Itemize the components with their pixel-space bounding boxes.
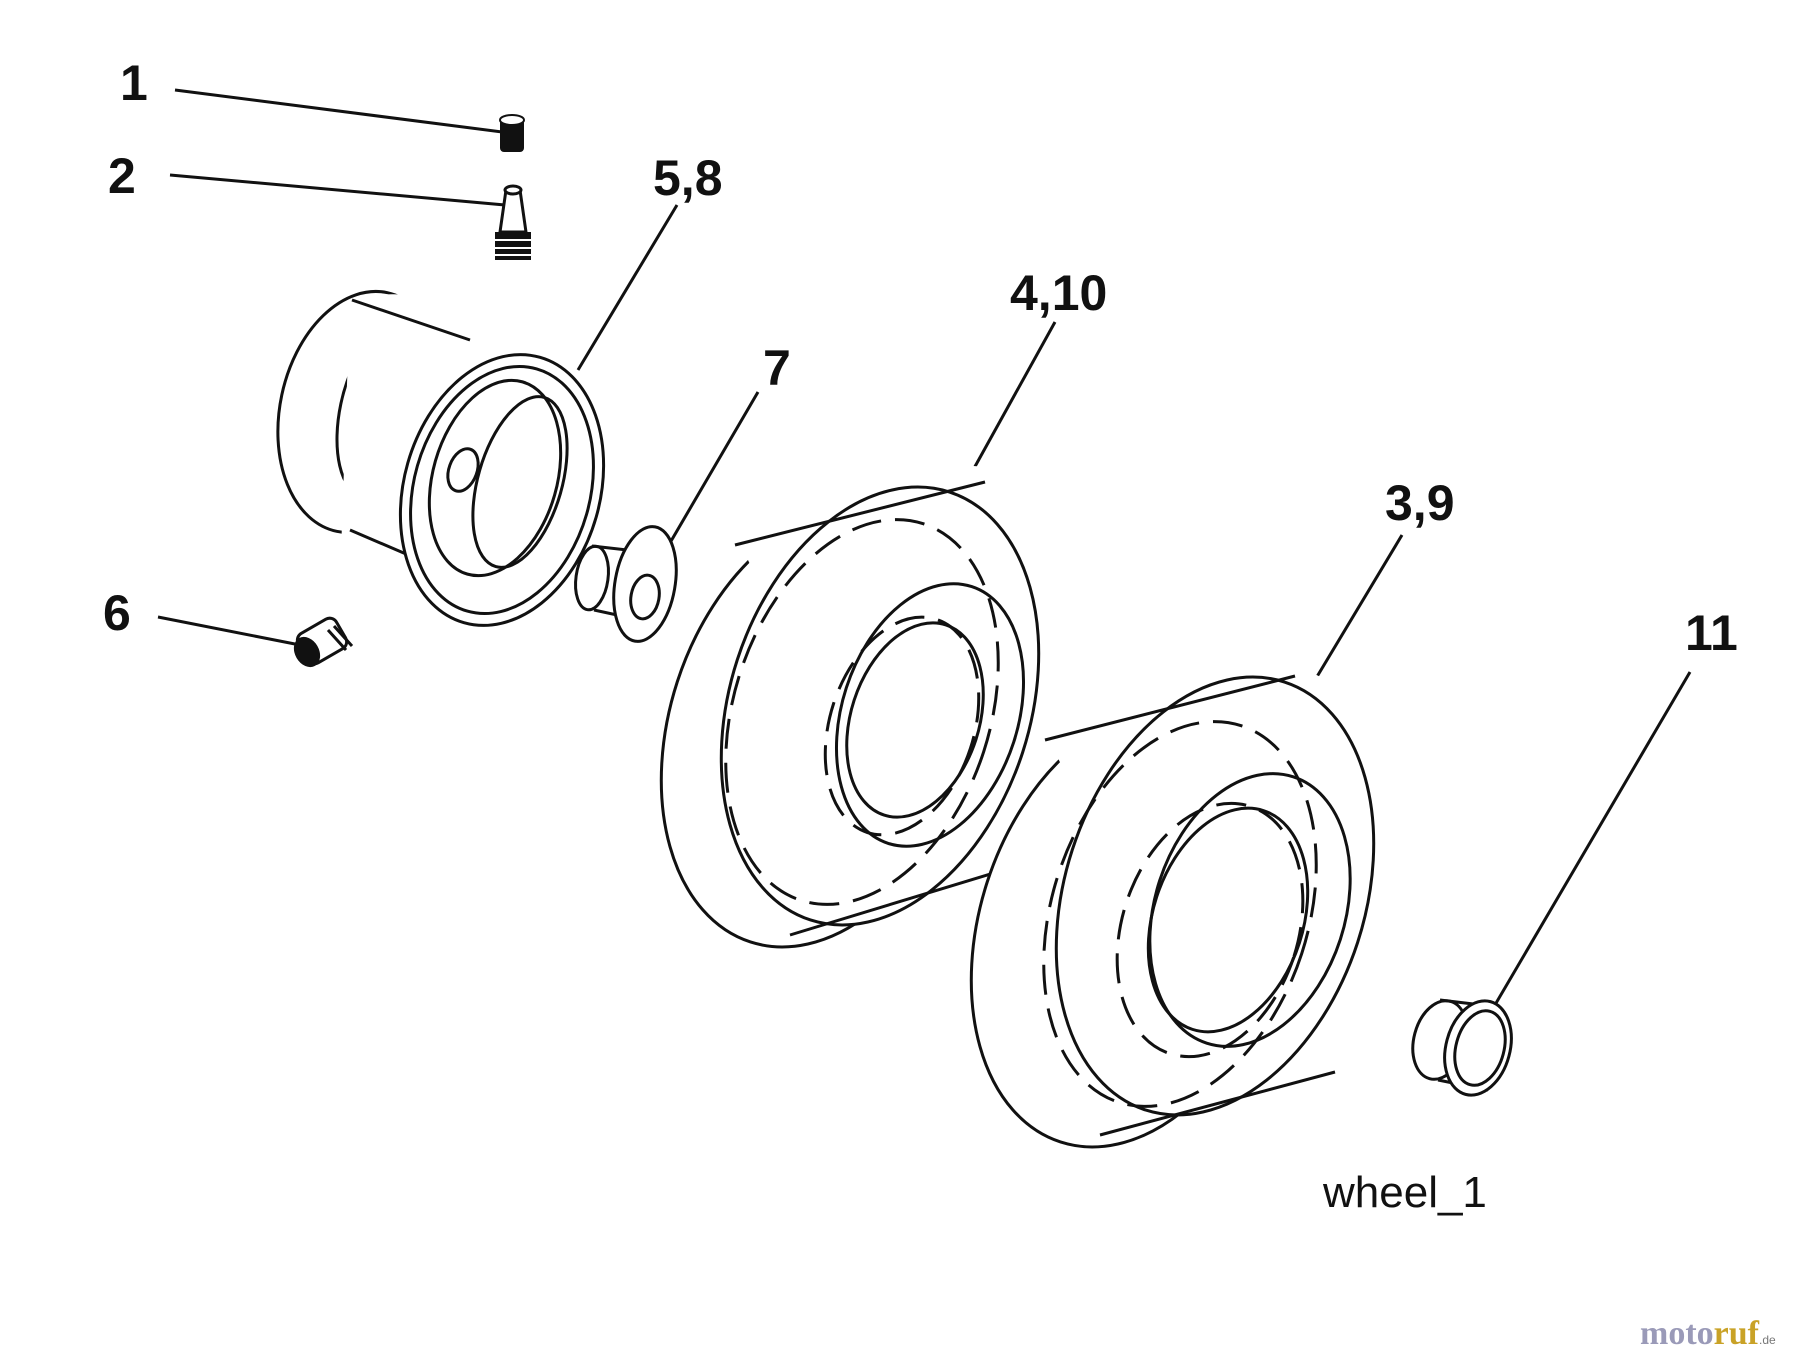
callout-2: 2 — [108, 148, 136, 204]
valve-stem-part — [495, 184, 531, 260]
watermark-part-2: ruf — [1714, 1315, 1760, 1352]
diagram-caption: wheel_1 — [1322, 1168, 1487, 1217]
bushing-part — [574, 525, 678, 643]
leader-line-1 — [174, 88, 511, 135]
wheel-rim-part — [276, 289, 606, 627]
hub-cap-part — [1411, 998, 1513, 1097]
watermark-logo: motoruf.de — [1640, 1315, 1776, 1352]
valve-cap-part — [499, 114, 525, 152]
callout-4-10: 4,10 — [1010, 265, 1107, 321]
leader-line-5-8 — [576, 204, 679, 371]
callout-1: 1 — [120, 55, 148, 111]
leader-line-3-9 — [1310, 534, 1404, 686]
callout-5-8: 5,8 — [653, 150, 723, 206]
screw-part — [293, 616, 354, 668]
callout-11: 11 — [1685, 605, 1738, 661]
leader-line-4-10 — [960, 321, 1057, 491]
leader-line-6 — [157, 615, 301, 647]
leader-lines — [157, 88, 1692, 1011]
watermark-part-1: moto — [1640, 1315, 1714, 1352]
leader-line-7 — [658, 391, 760, 561]
leader-line-2 — [169, 173, 506, 207]
callout-labels: 1 2 5,8 4,10 7 3,9 6 11 wheel_1 — [103, 55, 1738, 1217]
watermark-suffix: .de — [1759, 1333, 1776, 1347]
callout-3-9: 3,9 — [1385, 475, 1455, 531]
callout-6: 6 — [103, 585, 131, 641]
watermark-text: motoruf.de — [1640, 1315, 1776, 1352]
front-tire-part — [659, 464, 1062, 949]
leader-line-11 — [1490, 671, 1692, 1011]
rear-tire-part — [969, 666, 1430, 1149]
callout-7: 7 — [763, 340, 791, 396]
